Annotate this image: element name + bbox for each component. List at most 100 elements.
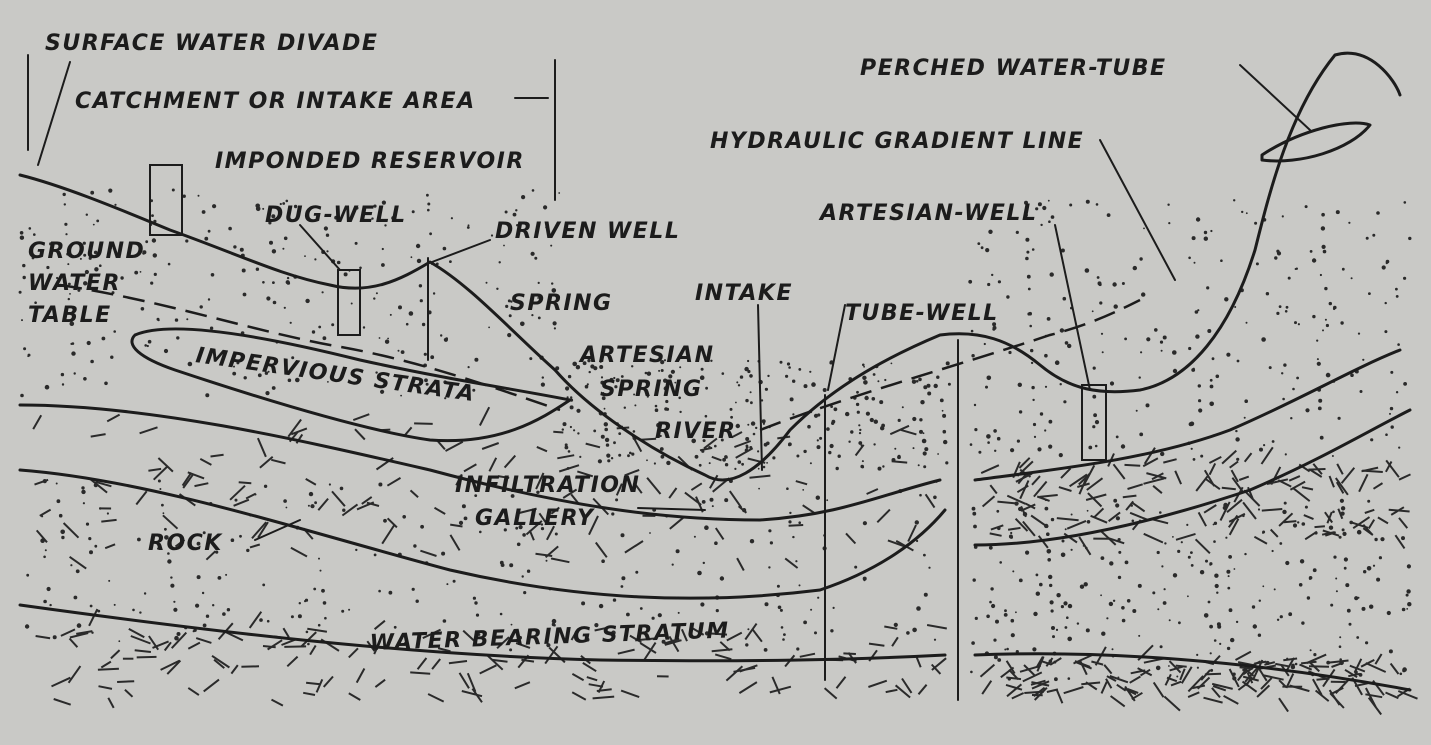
rock-hatch-stroke	[1130, 677, 1141, 683]
soil-dot	[1281, 372, 1283, 374]
soil-dot	[1040, 224, 1042, 226]
soil-dot	[1385, 302, 1387, 304]
soil-dot	[145, 240, 148, 243]
soil-dot	[1310, 250, 1313, 253]
soil-dot	[1318, 399, 1322, 403]
rock-hatch-stroke	[1330, 476, 1335, 487]
soil-dot	[144, 344, 147, 347]
soil-dot	[850, 430, 853, 433]
rock-hatch-stroke	[1243, 682, 1257, 692]
soil-dot	[750, 391, 752, 393]
soil-dot	[710, 498, 714, 502]
soil-dot	[1272, 440, 1275, 443]
soil-dot	[1186, 524, 1188, 526]
soil-dot	[419, 284, 422, 287]
soil-dot	[817, 439, 819, 441]
soil-dot	[64, 203, 66, 205]
soil-dot	[826, 499, 828, 501]
soil-dot	[262, 584, 265, 587]
soil-dot	[1115, 503, 1119, 507]
soil-dot	[919, 418, 922, 421]
soil-dot	[153, 253, 157, 257]
soil-dot	[381, 263, 385, 267]
soil-dot	[1187, 595, 1189, 597]
soil-dot	[1167, 204, 1169, 206]
soil-dot	[304, 255, 306, 257]
soil-dot	[604, 422, 608, 426]
soil-dot	[811, 382, 816, 387]
soil-dot	[1288, 277, 1291, 280]
soil-dot	[621, 585, 624, 588]
rock-hatch-stroke	[382, 526, 394, 544]
soil-dot	[175, 318, 178, 321]
soil-dot	[287, 281, 290, 284]
rock-hatch-stroke	[246, 494, 256, 499]
soil-dot	[1339, 636, 1341, 638]
soil-dot	[866, 412, 870, 416]
soil-dot	[1010, 532, 1012, 534]
soil-dot	[1045, 386, 1047, 388]
soil-dot	[1294, 321, 1297, 324]
soil-dot	[912, 380, 916, 384]
soil-dot	[1274, 256, 1277, 259]
rock-hatch-stroke	[291, 548, 307, 557]
soil-dot	[830, 444, 834, 448]
soil-dot	[1193, 458, 1196, 461]
soil-dot	[256, 268, 259, 271]
soil-dot	[1032, 647, 1036, 651]
rock-hatch-stroke	[1209, 457, 1221, 463]
soil-dot	[1342, 528, 1345, 531]
soil-dot	[53, 635, 57, 639]
soil-dot	[1146, 337, 1150, 341]
soil-dot	[1133, 266, 1137, 270]
soil-dot	[1028, 288, 1031, 291]
soil-dot	[212, 604, 214, 606]
soil-dot	[1374, 538, 1377, 541]
soil-dot	[1284, 502, 1287, 505]
soil-dot	[193, 630, 195, 632]
soil-dot	[730, 408, 733, 411]
soil-dot	[170, 584, 174, 588]
soil-dot	[764, 648, 768, 652]
artesian-well-label: ARTESIAN-WELL	[818, 201, 1037, 226]
hydraulic-gradient-line-label: HYDRAULIC GRADIENT LINE	[710, 129, 1084, 154]
rock-hatch-stroke	[1337, 464, 1343, 474]
soil-dot	[23, 276, 26, 279]
soil-dot	[170, 576, 172, 578]
soil-dot	[1012, 570, 1014, 572]
soil-dot	[1292, 388, 1295, 391]
soil-dot	[1207, 329, 1211, 333]
soil-dot	[1156, 666, 1161, 671]
soil-dot	[647, 372, 651, 376]
soil-dot	[1258, 634, 1261, 637]
rock-hatch-stroke	[1059, 487, 1072, 491]
soil-dot	[621, 576, 625, 580]
soil-dot	[314, 258, 316, 260]
rock-hatch-stroke	[1275, 664, 1288, 666]
soil-dot	[923, 465, 926, 468]
rock-hatch-stroke	[411, 490, 419, 497]
soil-dot	[1190, 551, 1193, 554]
soil-dot	[984, 343, 986, 345]
soil-dot	[633, 430, 636, 433]
soil-dot	[838, 455, 841, 458]
soil-dot	[49, 604, 51, 606]
rock-hatch-stroke	[307, 629, 327, 632]
soil-dot	[43, 600, 47, 604]
soil-dot	[974, 404, 976, 406]
soil-dot	[309, 492, 313, 496]
soil-dot	[714, 541, 718, 545]
soil-dot	[1054, 677, 1058, 681]
rock-hatch-stroke	[1039, 495, 1057, 497]
soil-dot	[1122, 619, 1126, 623]
soil-dot	[798, 521, 801, 524]
soil-dot	[1299, 583, 1303, 587]
soil-dot	[1191, 564, 1194, 567]
rock-hatch-stroke	[1230, 669, 1239, 687]
soil-dot	[488, 327, 490, 329]
soil-dot	[1210, 669, 1213, 672]
soil-dot	[873, 443, 875, 445]
soil-dot	[1067, 344, 1071, 348]
